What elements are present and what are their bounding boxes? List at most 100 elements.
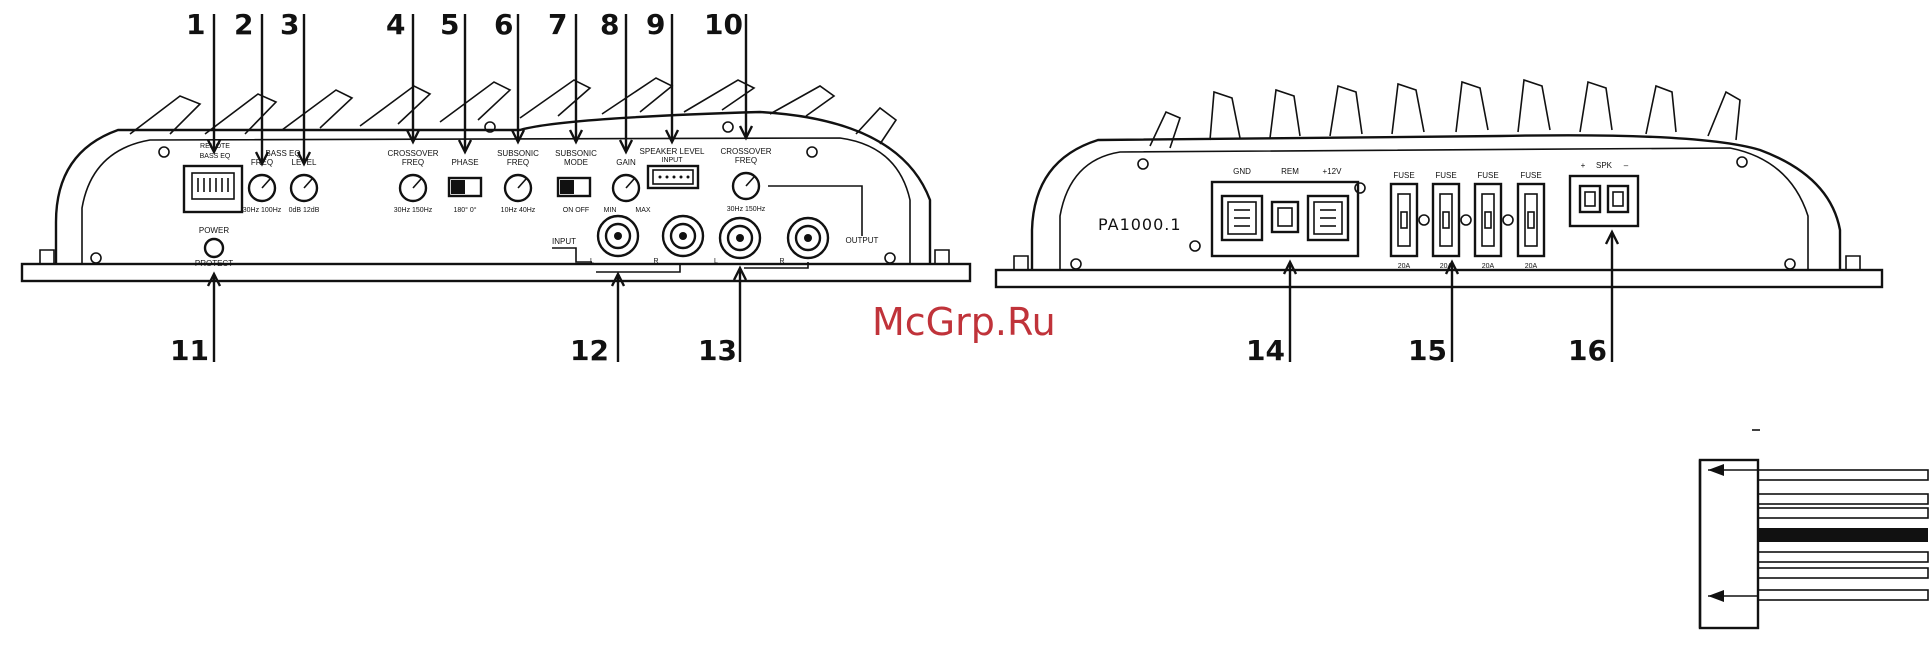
rca-output-left[interactable] — [718, 216, 762, 260]
rem-terminal[interactable] — [1270, 200, 1300, 234]
callout-9-arrowhead — [664, 129, 680, 145]
gain-label: GAIN — [616, 158, 636, 167]
screw-hole — [158, 146, 170, 158]
plug-wire — [1757, 567, 1929, 579]
callout-2-arrowhead — [254, 151, 270, 167]
fuse-3[interactable]: FUSE 20A — [1473, 171, 1503, 270]
callout-11: 11 — [170, 334, 209, 367]
crossover2-label-line1: CROSSOVER — [720, 147, 771, 156]
rear-heatsink-fins — [1149, 78, 1741, 149]
fuse-2[interactable]: FUSE 20A — [1431, 171, 1461, 270]
callout-16: 16 — [1568, 334, 1607, 367]
remote-bass-eq-port[interactable] — [182, 164, 244, 214]
rear-right-foot — [1845, 255, 1861, 270]
front-panel: REMOTE BASS EQ BASS EQ FREQ LEVEL 30Hz 1… — [20, 77, 972, 283]
front-body-outline — [54, 110, 932, 264]
callout-10: 10 — [704, 8, 743, 41]
screw-hole — [1137, 158, 1149, 170]
callout-6-arrowhead — [510, 129, 526, 145]
crossover1-label-line2: FREQ — [402, 158, 424, 167]
screw-hole — [1736, 156, 1748, 168]
gain-max-label: MAX — [635, 207, 651, 214]
speaker-level-label-line1: SPEAKER LEVEL — [640, 147, 705, 156]
callout-5-arrowhead — [457, 139, 473, 155]
speaker-level-plug-detail — [1698, 429, 1929, 630]
plus12v-terminal[interactable] — [1306, 194, 1350, 242]
gain-knob[interactable] — [611, 173, 641, 203]
fuse-1[interactable]: FUSE 20A — [1389, 171, 1419, 270]
speaker-terminal-block[interactable] — [1568, 174, 1640, 228]
callout-4-arrowhead — [405, 129, 421, 145]
front-right-foot — [934, 249, 950, 264]
plug-wire — [1757, 589, 1929, 601]
fuse-label: FUSE — [1477, 171, 1498, 180]
output-r-label: R — [779, 258, 784, 265]
rear-inner-panel — [1059, 147, 1809, 270]
plug-wire — [1758, 528, 1928, 542]
rca-input-left[interactable] — [596, 214, 640, 258]
input-pair-bracket — [596, 264, 681, 273]
fuse-4[interactable]: FUSE 20A — [1516, 171, 1546, 270]
screw-hole — [806, 146, 818, 158]
gnd-terminal[interactable] — [1220, 194, 1264, 242]
callout-13-arrowhead — [732, 265, 748, 281]
subsonic-mode-range-label: ON OFF — [563, 207, 589, 214]
power-label: POWER — [199, 226, 229, 235]
callout-6: 6 — [494, 8, 513, 41]
fuse-rating: 20A — [1482, 263, 1495, 270]
output-pair-bracket — [744, 262, 809, 269]
fuse-rating: 20A — [1440, 263, 1453, 270]
callout-5: 5 — [440, 8, 459, 41]
screw-hole — [884, 252, 896, 264]
rear-left-foot — [1013, 255, 1029, 270]
level-range-label: 0dB 12dB — [289, 207, 320, 214]
subsonic-mode-switch[interactable] — [556, 176, 592, 198]
crossover1-label-line1: CROSSOVER — [387, 149, 438, 158]
callout-8-arrowhead — [618, 139, 634, 155]
bass-eq-small-label: BASS EQ — [200, 153, 231, 160]
input-label: INPUT — [552, 237, 576, 246]
power-terminal-block — [1210, 180, 1360, 258]
callout-3: 3 — [280, 8, 299, 41]
subsonic-freq-knob[interactable] — [503, 173, 533, 203]
callout-11-arrowhead — [206, 271, 222, 287]
callout-14: 14 — [1246, 334, 1285, 367]
protect-label: PROTECT — [195, 259, 233, 268]
input-r-label: R — [653, 258, 658, 265]
callout-12: 12 — [570, 334, 609, 367]
spk-label: SPK — [1596, 161, 1613, 170]
callout-13: 13 — [698, 334, 737, 367]
crossover1-knob[interactable] — [398, 173, 428, 203]
rear-panel: PA1000.1 GND REM +12V — [994, 78, 1884, 289]
fuse-label: FUSE — [1393, 171, 1414, 180]
screw-hole — [1502, 214, 1514, 226]
front-base-plate — [20, 262, 972, 283]
front-left-foot — [39, 249, 55, 264]
crossover2-knob[interactable] — [731, 171, 761, 201]
rca-input-right[interactable] — [661, 214, 705, 258]
power-led — [203, 237, 225, 259]
plug-wire — [1757, 551, 1929, 563]
callout-16-arrowhead — [1604, 229, 1620, 245]
bass-eq-level-knob[interactable] — [289, 173, 319, 203]
bass-eq-freq-knob[interactable] — [247, 173, 277, 203]
callout-8: 8 — [600, 8, 619, 41]
speaker-level-input-connector[interactable] — [646, 164, 700, 190]
subsonic-mode-label-line2: MODE — [564, 158, 588, 167]
spk-plus-label: + — [1581, 161, 1586, 170]
watermark-text: McGrp.Ru — [872, 300, 1056, 344]
callout-4: 4 — [386, 8, 405, 41]
phase-switch[interactable] — [447, 176, 483, 198]
front-inner-panel — [81, 137, 911, 264]
subsonic-freq-range-label: 10Hz 40Hz — [501, 207, 536, 214]
subsonic-mode-label-line1: SUBSONIC — [555, 149, 597, 158]
model-label: PA1000.1 — [1098, 215, 1182, 234]
rca-output-right[interactable] — [786, 216, 830, 260]
crossover2-range-label: 30Hz 150Hz — [727, 206, 766, 213]
gain-min-label: MIN — [604, 207, 617, 214]
callout-3-arrowhead — [296, 151, 312, 167]
rear-body-outline — [1030, 134, 1842, 270]
screw-hole — [484, 121, 496, 133]
callout-14-arrowhead — [1282, 259, 1298, 275]
